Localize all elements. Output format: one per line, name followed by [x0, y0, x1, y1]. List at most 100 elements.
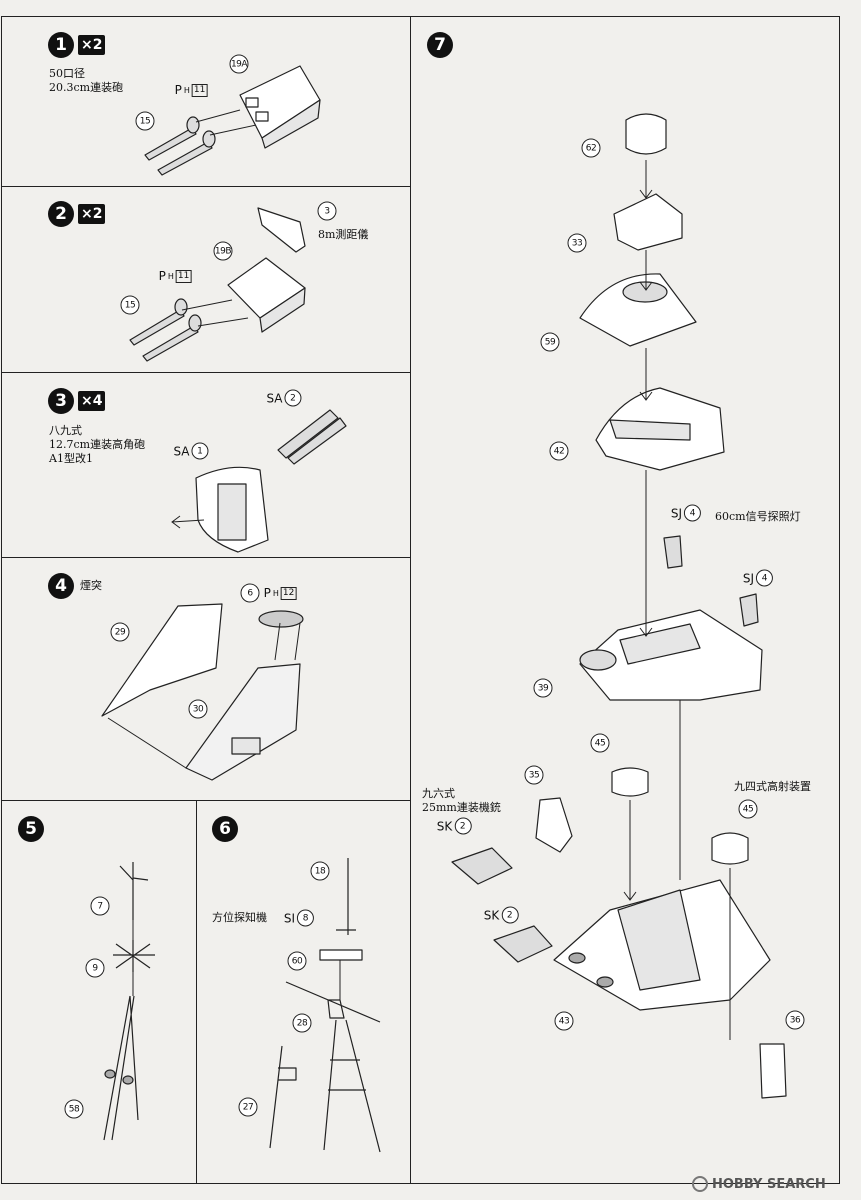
- directors-drawing: [535, 767, 787, 1099]
- tag-num: 4: [756, 569, 774, 587]
- tag-prefix: P: [158, 269, 166, 283]
- tag-sub: H: [167, 271, 174, 281]
- tag-prefix: SK: [483, 908, 500, 922]
- part-36-label: 36: [785, 1010, 805, 1030]
- step-2-header: 2 ×2: [48, 201, 106, 227]
- outer-frame: [1, 16, 840, 1184]
- part-39-label: 39: [533, 678, 553, 698]
- tag-sub: H: [272, 588, 279, 598]
- step-number: 5: [18, 816, 44, 842]
- step-number: 2: [48, 201, 74, 227]
- step-multiplier: ×2: [78, 35, 106, 55]
- part-45b-label: 45: [738, 799, 758, 819]
- part-15-label: 15: [135, 111, 155, 131]
- assembly-arrows: [107, 109, 731, 1040]
- part-60-label: 60: [287, 951, 307, 971]
- step-4-header: 4: [48, 573, 74, 599]
- tag-prefix: P: [263, 586, 271, 600]
- step-3-header: 3 ×4: [48, 388, 106, 414]
- base-43-drawing: [553, 879, 771, 1011]
- part-45a-label: 45: [590, 733, 610, 753]
- step-multiplier: ×2: [78, 204, 106, 224]
- mast-drawing: [103, 862, 155, 1141]
- part-59-label: 59: [540, 332, 560, 352]
- divider: [1, 372, 410, 373]
- tag-num: 2: [501, 906, 519, 924]
- tag-prefix: SA: [266, 391, 283, 405]
- searchlights-drawing: [663, 535, 759, 627]
- tag-num: 11: [191, 83, 208, 97]
- aa-guns-drawing: [451, 847, 553, 963]
- barrels-15b-drawing: [129, 298, 202, 362]
- step-1-note: 50口径 20.3cm連装砲: [49, 67, 124, 94]
- divider: [1, 186, 410, 187]
- tag-prefix: SK: [436, 819, 453, 833]
- step-2-note: 8m測距儀: [318, 228, 369, 241]
- divider: [410, 16, 411, 1184]
- tag-prefix: SJ: [670, 506, 683, 520]
- step-number: 6: [212, 816, 238, 842]
- part-35-label: 35: [524, 765, 544, 785]
- watermark-text: HOBBY SEARCH: [712, 1176, 826, 1192]
- part-33-label: 33: [567, 233, 587, 253]
- part-7-label: 7: [90, 896, 110, 916]
- tag-num: 1: [191, 442, 209, 460]
- part-19a-label: 19A: [229, 54, 249, 74]
- part-29-label: 29: [110, 622, 130, 642]
- step-7-header: 7: [427, 32, 453, 58]
- type96-note: 九六式 25mm連装機銃: [422, 787, 501, 814]
- step-6-note: 方位探知機: [212, 911, 267, 924]
- step-5-header: 5: [18, 816, 44, 842]
- part-30-label: 30: [188, 699, 208, 719]
- type94-note: 九四式高射装置: [734, 780, 811, 793]
- tag-sub: H: [183, 85, 190, 95]
- turret-19b-drawing: [227, 207, 306, 333]
- step-number: 3: [48, 388, 74, 414]
- step-number: 4: [48, 573, 74, 599]
- part-42-label: 42: [549, 441, 569, 461]
- searchlight-note: 60cm信号探照灯: [715, 510, 801, 523]
- barrels-15-drawing: [144, 116, 216, 176]
- tag-prefix: SI: [283, 911, 296, 925]
- lattice-mast-drawing: [269, 858, 381, 1153]
- divider: [196, 800, 197, 1184]
- part-58-label: 58: [64, 1099, 84, 1119]
- part-62-label: 62: [581, 138, 601, 158]
- tag-prefix: P: [174, 83, 182, 97]
- part-28-label: 28: [292, 1013, 312, 1033]
- step-4-note: 煙突: [80, 579, 102, 592]
- divider: [1, 557, 410, 558]
- tag-prefix: SJ: [742, 571, 755, 585]
- watermark: HOBBY SEARCH: [692, 1176, 826, 1192]
- tag-num: 8: [297, 909, 315, 927]
- part-9-label: 9: [85, 958, 105, 978]
- part-18-label: 18: [310, 861, 330, 881]
- part-6-label: 6: [240, 583, 260, 603]
- bridge-39-drawing: [579, 609, 763, 701]
- part-27-label: 27: [238, 1097, 258, 1117]
- step-multiplier: ×4: [78, 391, 106, 411]
- part-43-label: 43: [554, 1011, 574, 1031]
- bridge-42-drawing: [595, 387, 725, 471]
- tag-prefix: SA: [173, 444, 190, 458]
- step-1-header: 1 ×2: [48, 32, 106, 58]
- tag-num: 11: [175, 269, 192, 283]
- step-6-header: 6: [212, 816, 238, 842]
- tag-num: 2: [454, 817, 472, 835]
- part-19b-label: 19B: [213, 241, 233, 261]
- tag-num: 12: [280, 586, 297, 600]
- divider: [1, 800, 410, 801]
- bridge-top-drawing: [579, 113, 697, 347]
- tag-num: 2: [284, 389, 302, 407]
